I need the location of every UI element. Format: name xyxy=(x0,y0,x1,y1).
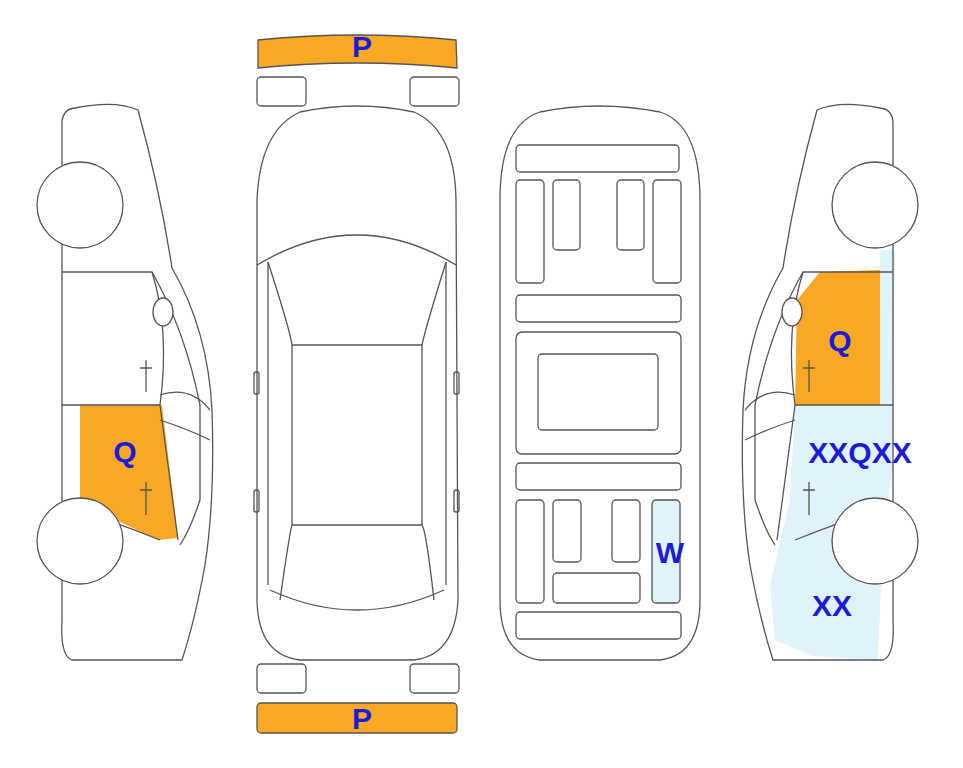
damage-code: P xyxy=(352,32,372,62)
damage-area xyxy=(795,270,880,405)
underside-view xyxy=(500,106,700,660)
damage-code: Q xyxy=(113,437,136,467)
damage-code: P xyxy=(352,704,372,734)
damage-code: Q xyxy=(828,326,851,356)
damage-code: XXQXX xyxy=(808,438,911,468)
damage-code: XX xyxy=(812,591,852,621)
top-view xyxy=(254,35,459,733)
damage-code: W xyxy=(656,538,684,568)
side-view xyxy=(742,104,918,660)
side-view xyxy=(37,104,213,660)
